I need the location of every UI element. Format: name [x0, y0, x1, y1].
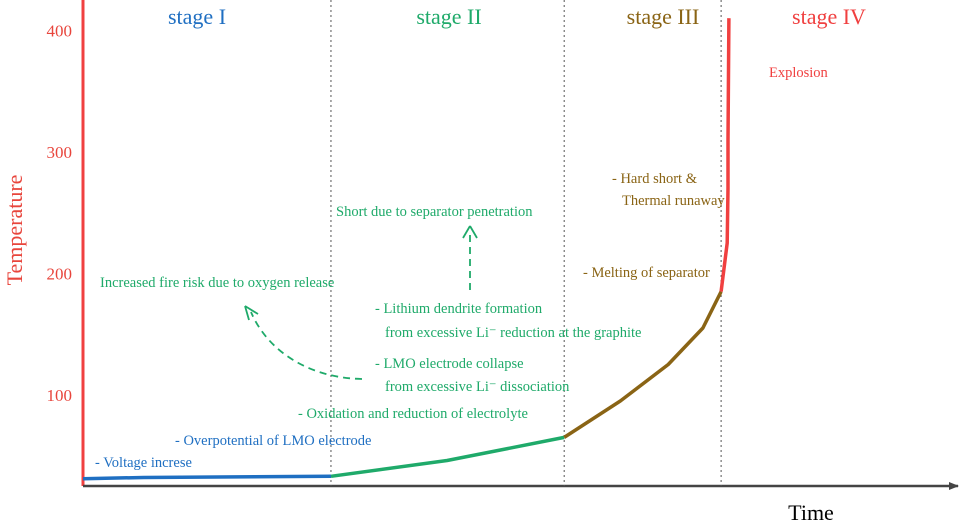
annotation-lmo-collapse-cont: from excessive Li⁻ dissociation: [385, 379, 570, 395]
fire-risk-arrowhead: [244, 305, 259, 321]
annotation-fire-risk: Increased fire risk due to oxygen releas…: [100, 275, 334, 291]
series-line-stage-1: [82, 474, 332, 481]
short-arrowhead: [462, 225, 478, 239]
series-line-stage-3: [563, 290, 723, 439]
x-axis-title: Time: [788, 500, 834, 523]
annotation-lmo-collapse: - LMO electrode collapse: [375, 356, 524, 372]
y-tick-400: 400: [47, 21, 73, 40]
series-line-stage-4: [719, 18, 731, 292]
annotation-dendrite-cont: from excessive Li⁻ reduction at the grap…: [385, 325, 641, 341]
stage-label-3: stage III: [627, 4, 700, 29]
annotation-oxidation: - Oxidation and reduction of electrolyte: [298, 406, 528, 422]
annotation-melting: - Melting of separator: [583, 265, 710, 281]
annotation-dendrite: - Lithium dendrite formation: [375, 301, 543, 317]
y-tick-200: 200: [47, 264, 73, 283]
y-tick-100: 100: [47, 386, 73, 405]
annotation-voltage-increase: - Voltage increse: [95, 455, 192, 471]
stage-dividers: [330, 0, 722, 486]
annotation-explosion: Explosion: [769, 65, 829, 81]
annotation-short: Short due to separator penetration: [336, 204, 533, 220]
series-group: [82, 18, 731, 481]
y-tick-labels: 100 200 300 400: [47, 21, 73, 405]
annotation-thermal-runaway: Thermal runaway: [622, 193, 725, 209]
y-tick-300: 300: [47, 143, 73, 162]
y-axis-title: Temperature: [2, 175, 27, 286]
fire-risk-arrow: [250, 311, 363, 380]
stage-label-4: stage IV: [792, 4, 866, 29]
annotation-overpotential: - Overpotential of LMO electrode: [175, 433, 371, 449]
annotation-hard-short: - Hard short &: [612, 171, 698, 187]
stage-label-2: stage II: [416, 4, 481, 29]
series-line-stage-2: [330, 435, 565, 479]
stage-label-1: stage I: [168, 4, 226, 29]
